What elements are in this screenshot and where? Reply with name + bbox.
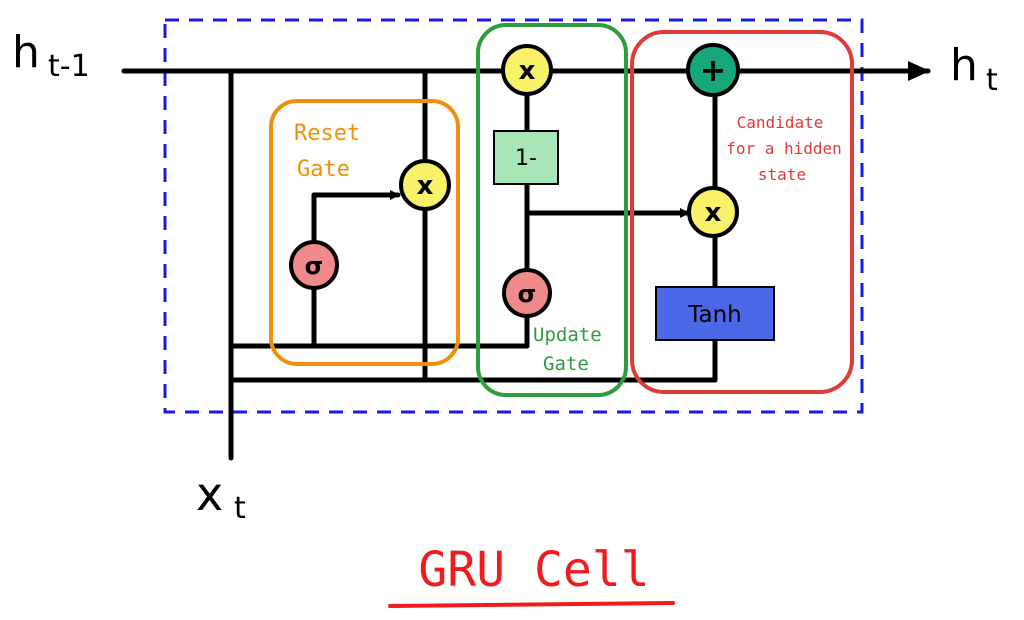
reset-gate-label-2: Gate [297,157,350,182]
svg-text:t: t [234,491,246,526]
svg-text:σ: σ [305,252,324,280]
svg-text:x: x [705,198,722,228]
svg-text:σ: σ [518,280,537,308]
svg-text:x: x [196,467,223,521]
candidate-label-2: for a hidden [726,139,842,158]
svg-text:t-1: t-1 [48,49,90,84]
reset-gate-label-1: Reset [294,121,360,146]
input-x-label: x t [196,467,246,526]
candidate-label-3: state [758,165,806,184]
reset-sigmoid-node: σ [289,240,339,290]
svg-text:x: x [417,171,434,201]
add-node: + [686,43,740,97]
svg-text:Tanh: Tanh [687,302,742,328]
svg-text:h: h [950,40,978,91]
update-gate-box [476,23,628,397]
svg-text:+: + [700,51,727,89]
svg-text:x: x [519,56,536,86]
update-gate-label-1: Update [533,324,602,346]
update-gate-label-2: Gate [543,353,589,375]
cell-boundary [163,18,864,414]
input-h-prev-label: h t-1 [12,27,90,84]
svg-text:1-: 1- [515,146,537,171]
diagram-title: GRU Cell [418,542,649,598]
svg-text:h: h [12,27,40,78]
tanh-node: Tanh [655,286,775,341]
wiring [121,61,931,461]
one-minus-node: 1- [493,130,559,185]
output-h-label: h t [950,40,998,98]
update-sigmoid-node: σ [502,268,552,318]
title-underline [388,601,675,608]
candidate-box [630,30,854,394]
candidate-label-1: Candidate [737,113,824,132]
reset-multiply-node: x [399,159,451,211]
svg-text:t: t [986,63,998,98]
update-multiply-node: x [501,44,553,96]
candidate-multiply-node: x [687,186,739,238]
reset-gate-box [269,99,460,366]
